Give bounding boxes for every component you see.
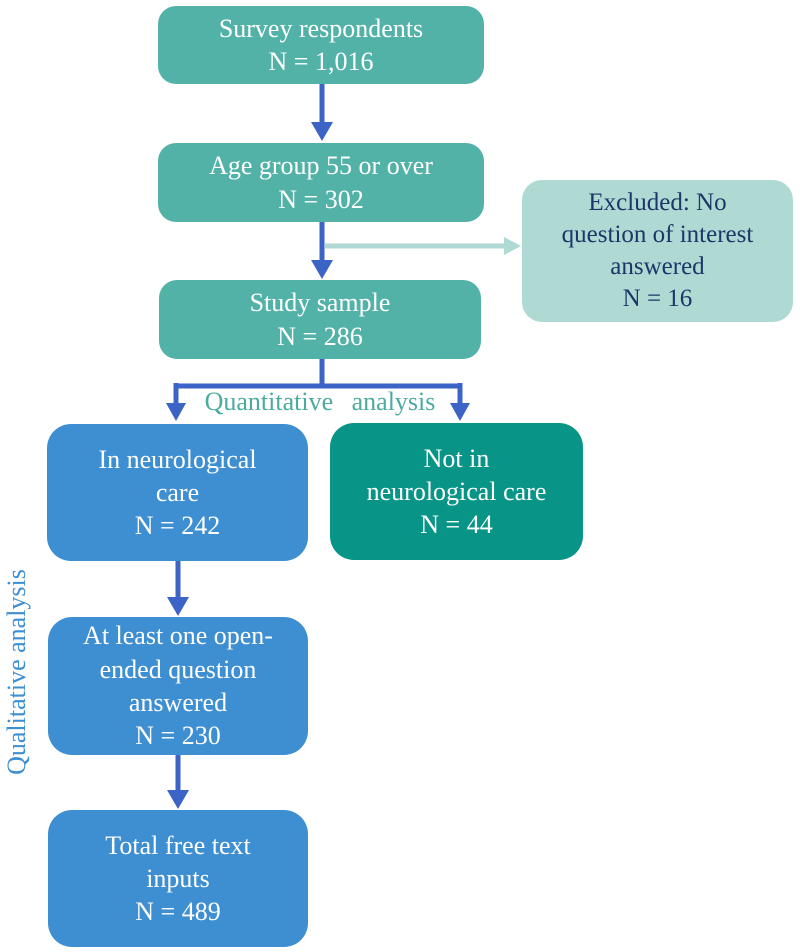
node-label: At least one open- ended question answer…: [83, 621, 273, 751]
node-total-free-text-inputs: Total free text inputs N = 489: [48, 810, 308, 947]
arrow-age-to-study: [311, 222, 333, 279]
arrow-openended-to-freetext: [167, 755, 189, 809]
node-not-in-neurological-care: Not in neurological care N = 44: [330, 423, 583, 560]
node-study-sample: Study sample N = 286: [159, 280, 481, 359]
node-excluded: Excluded: No question of interest answer…: [522, 180, 793, 322]
node-label: Study sample N = 286: [249, 288, 391, 351]
qualitative-analysis-label: Qualitative analysis: [2, 569, 31, 775]
node-label: Survey respondents N = 1,016: [218, 13, 424, 76]
node-label: Total free text inputs N = 489: [105, 830, 251, 927]
node-label: Excluded: No question of interest answer…: [561, 189, 754, 312]
node-survey-respondents: Survey respondents N = 1,016: [158, 6, 484, 84]
node-label: Age group 55 or over N = 302: [209, 151, 433, 214]
quantitative-analysis-label: Quantitative analysis: [204, 387, 436, 416]
arrow-incare-to-openended: [167, 561, 189, 616]
node-in-neurological-care: In neurological care N = 242: [47, 424, 308, 561]
arrow-survey-to-age: [311, 84, 333, 141]
arrow-exclusion: [325, 237, 521, 255]
node-open-ended-question-answered: At least one open- ended question answer…: [48, 617, 308, 755]
node-age-group-55-or-over: Age group 55 or over N = 302: [158, 143, 484, 222]
node-label: Not in neurological care N = 44: [366, 443, 547, 540]
node-label: In neurological care N = 242: [98, 444, 257, 541]
